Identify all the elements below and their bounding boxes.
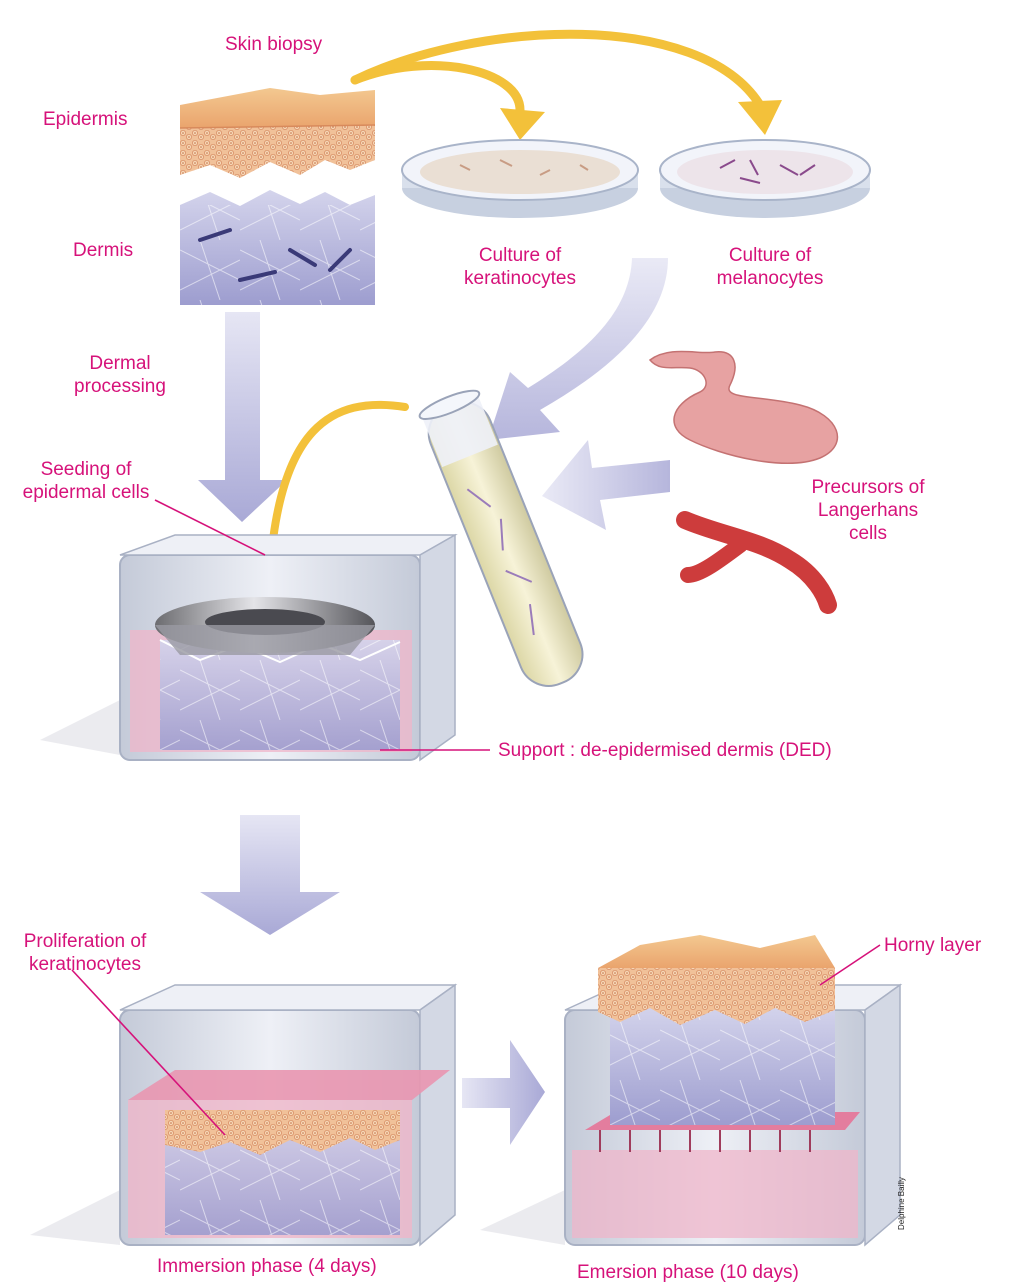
label-dermis: Dermis [73,239,133,262]
label-proliferation-line1: Proliferation of [0,930,170,953]
arrow-biopsy-to-keratinocytes [355,66,545,140]
container-seeding [40,535,455,760]
label-seeding: Seeding of epidermal cells [0,458,172,504]
arrow-to-immersion [200,815,340,935]
label-precursors-line2: Langerhans [778,499,958,522]
label-precursors-line1: Precursors of [778,476,958,499]
label-precursors: Precursors of Langerhans cells [778,476,958,545]
label-support: Support : de-epidermised dermis (DED) [498,739,832,762]
arrow-dermal-processing [198,312,287,522]
label-dermal-processing: Dermal processing [40,352,200,398]
label-horny-layer: Horny layer [884,934,981,957]
biopsy-dermis [180,190,375,305]
precursor-tissue [650,351,837,463]
label-dermal-processing-line1: Dermal [40,352,200,375]
label-immersion-phase: Immersion phase (4 days) [157,1255,377,1278]
label-seeding-line2: epidermal cells [0,481,172,504]
illustrator-credit: Delphine Bailly [897,1177,906,1230]
dish-melanocytes [660,140,870,218]
label-culture-keratinocytes: Culture of keratinocytes [420,244,620,290]
label-proliferation: Proliferation of keratinocytes [0,930,170,976]
label-culture-melanocytes-line1: Culture of [670,244,870,267]
arrow-biopsy-to-melanocytes [355,34,782,135]
arrow-to-emersion [462,1040,545,1145]
biopsy-epidermis [180,88,375,178]
dish-keratinocytes [402,140,638,218]
label-culture-melanocytes: Culture of melanocytes [670,244,870,290]
label-precursors-line3: cells [778,522,958,545]
label-seeding-line1: Seeding of [0,458,172,481]
arrow-precursors-to-tube [542,440,670,530]
label-epidermis: Epidermis [43,108,127,131]
container-immersion [30,985,455,1245]
label-proliferation-line2: keratinocytes [0,953,170,976]
label-culture-keratinocytes-line1: Culture of [420,244,620,267]
label-culture-keratinocytes-line2: keratinocytes [420,267,620,290]
label-skin-biopsy: Skin biopsy [225,33,322,56]
label-culture-melanocytes-line2: melanocytes [670,267,870,290]
label-emersion-phase: Emersion phase (10 days) [577,1261,799,1284]
label-dermal-processing-line2: processing [40,375,200,398]
